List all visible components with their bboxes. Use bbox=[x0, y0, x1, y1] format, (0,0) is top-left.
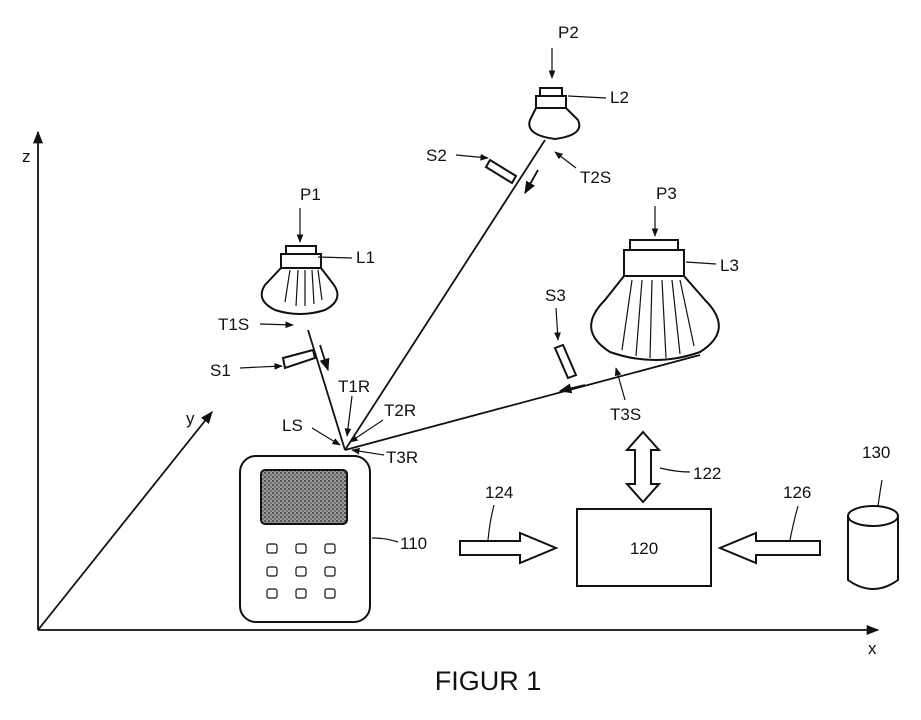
label-ls: LS bbox=[282, 416, 303, 435]
l1-reflector bbox=[262, 268, 338, 314]
block-arrow-124 bbox=[460, 533, 556, 563]
label-p3: P3 bbox=[656, 184, 677, 203]
arrow-s2 bbox=[456, 155, 488, 158]
label-p1: P1 bbox=[300, 185, 321, 204]
l3-socket bbox=[630, 240, 678, 250]
leader-124 bbox=[488, 505, 494, 540]
label-s1: S1 bbox=[210, 361, 231, 380]
arrow-s3 bbox=[556, 308, 558, 340]
leader-l1 bbox=[318, 257, 352, 258]
direction-l3 bbox=[560, 385, 585, 391]
l2-reflector bbox=[529, 108, 579, 139]
l1-base bbox=[281, 254, 321, 268]
label-s3: S3 bbox=[545, 286, 566, 305]
unit-120: 120 bbox=[577, 509, 711, 586]
label-t3r: T3R bbox=[386, 448, 418, 467]
leader-130 bbox=[878, 480, 882, 506]
arrow-126: 126 bbox=[720, 483, 820, 563]
receiver-labels: LS T1R T2R T3R bbox=[282, 377, 418, 467]
direction-l1 bbox=[320, 345, 328, 370]
label-110: 110 bbox=[400, 534, 427, 553]
arrow-t2s bbox=[555, 152, 576, 168]
l2-base bbox=[536, 96, 566, 108]
figure-caption: FIGUR 1 bbox=[435, 666, 542, 696]
arrow-t3s bbox=[616, 368, 625, 400]
device-display bbox=[261, 470, 347, 524]
l3-base bbox=[624, 250, 684, 276]
beam-l2 bbox=[345, 140, 545, 450]
label-t2s: T2S bbox=[580, 168, 611, 187]
l2-socket bbox=[540, 88, 562, 96]
arrow-t1r bbox=[347, 396, 352, 436]
arrow-122: 122 bbox=[627, 432, 721, 502]
leader-110 bbox=[372, 538, 398, 542]
label-130: 130 bbox=[862, 443, 890, 462]
label-t1r: T1R bbox=[338, 377, 370, 396]
label-t3s: T3S bbox=[610, 405, 641, 424]
label-122: 122 bbox=[693, 464, 721, 483]
label-t1s: T1S bbox=[218, 315, 249, 334]
leader-l3 bbox=[686, 262, 716, 264]
z-axis-label: z bbox=[22, 147, 31, 166]
arrow-t3r bbox=[352, 450, 384, 455]
label-s2: S2 bbox=[426, 146, 447, 165]
coordinate-axes: x z y bbox=[22, 132, 878, 658]
s3-sender bbox=[555, 345, 576, 378]
y-axis bbox=[38, 412, 212, 630]
block-arrow-126 bbox=[720, 533, 820, 563]
label-l1: L1 bbox=[356, 248, 375, 267]
label-120: 120 bbox=[630, 539, 658, 558]
s2-sender bbox=[486, 160, 516, 183]
label-l3: L3 bbox=[720, 256, 739, 275]
label-p2: P2 bbox=[558, 23, 579, 42]
cylinder-top bbox=[848, 506, 898, 526]
leader-l2 bbox=[568, 96, 606, 98]
device-110: 110 bbox=[240, 456, 427, 622]
leader-126 bbox=[790, 506, 798, 540]
arrow-124: 124 bbox=[460, 483, 556, 563]
arrow-s1 bbox=[240, 366, 282, 368]
x-axis-label: x bbox=[868, 639, 877, 658]
l1-socket bbox=[286, 246, 316, 254]
label-126: 126 bbox=[783, 483, 811, 502]
label-l2: L2 bbox=[610, 88, 629, 107]
arrow-t1s bbox=[260, 324, 293, 325]
label-t2r: T2R bbox=[384, 401, 416, 420]
s1-sender bbox=[283, 350, 315, 368]
direction-l2 bbox=[525, 170, 538, 193]
l3-reflector bbox=[591, 276, 719, 360]
y-axis-label: y bbox=[186, 409, 195, 428]
block-arrow-122 bbox=[627, 432, 659, 502]
arrow-ls bbox=[312, 428, 340, 445]
storage-130: 130 bbox=[848, 443, 898, 589]
arrow-t2r bbox=[350, 420, 383, 442]
leader-122 bbox=[660, 468, 690, 472]
label-124: 124 bbox=[485, 483, 513, 502]
